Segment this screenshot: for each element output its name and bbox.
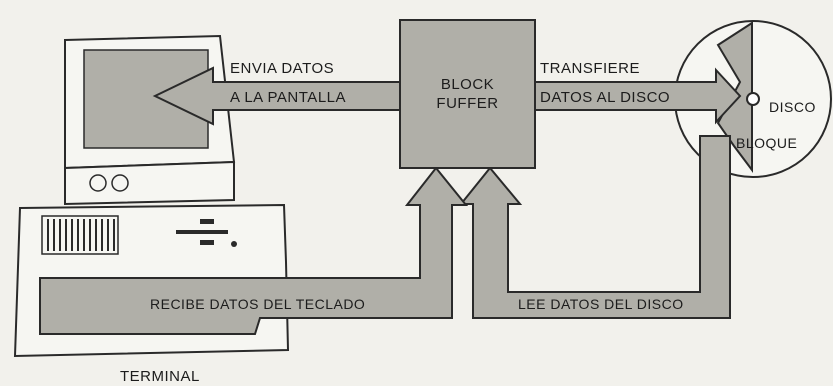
power-led-icon — [231, 241, 237, 247]
send-label-line1: ENVIA DATOS — [230, 60, 335, 77]
arrow-disk-to-buffer — [458, 135, 731, 319]
arrow-buffer-to-disk — [529, 67, 742, 125]
indicator-icon — [200, 219, 214, 224]
transfer-label-line1: TRANSFIERE — [540, 60, 641, 77]
buffer-label-line1: BLOCK — [440, 76, 495, 93]
block-label: BLOQUE — [736, 135, 798, 151]
disk-label: DISCO — [769, 99, 816, 115]
monitor — [64, 34, 236, 206]
read-disk-label: LEE DATOS DEL DISCO — [518, 296, 684, 312]
vent-slots-icon — [47, 219, 115, 251]
disk-hub-icon — [746, 92, 760, 106]
transfer-label-line2: DATOS AL DISCO — [540, 89, 671, 106]
monitor-knob-icon — [111, 174, 129, 192]
indicator-icon — [200, 240, 214, 245]
buffer-label-line2: FUFFER — [436, 95, 499, 112]
send-label-line2: A LA PANTALLA — [230, 89, 347, 106]
keyboard-label: RECIBE DATOS DEL TECLADO — [150, 296, 366, 312]
monitor-knob-icon — [89, 174, 107, 192]
block-buffer — [399, 19, 536, 169]
terminal-label: TERMINAL — [120, 368, 200, 385]
drive-slot-icon — [176, 230, 228, 234]
arrow-buffer-to-screen — [152, 66, 416, 126]
arrow-keyboard-to-buffer — [39, 166, 469, 335]
